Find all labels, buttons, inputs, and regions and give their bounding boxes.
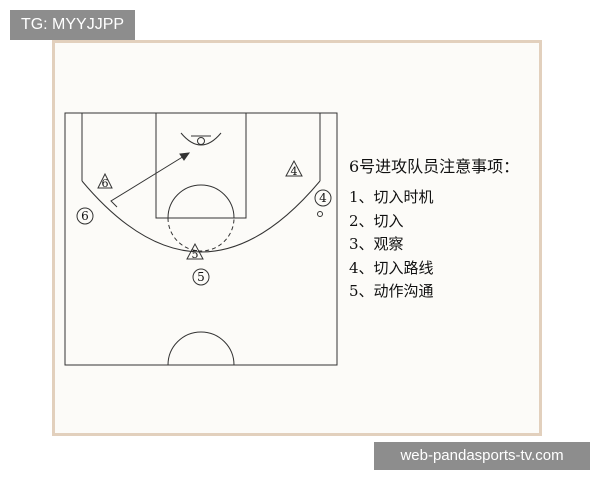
notes-title: 6号进攻队员注意事项： xyxy=(349,157,520,176)
player-5-offense xyxy=(192,268,210,286)
player-5-defender-label: 5 xyxy=(192,248,199,261)
note-item: 2、切入 xyxy=(349,211,404,230)
free-throw-lane xyxy=(155,112,247,219)
cut-path-arrow xyxy=(110,152,190,208)
court-boundary xyxy=(64,112,338,366)
note-item: 3、观察 xyxy=(349,235,404,253)
player-6-defender-label: 6 xyxy=(102,177,109,190)
notes-panel: 6号进攻队员注意事项： 1、切入时机 2、切入 3、观察 4、切入路线 5、动作… xyxy=(349,153,519,304)
hoop xyxy=(197,137,205,145)
ball xyxy=(317,211,323,217)
telegram-watermark: TG: MYYJJPP xyxy=(10,10,135,40)
free-throw-circle xyxy=(167,184,235,219)
player-4-offense-label: 4 xyxy=(319,191,327,205)
center-circle xyxy=(167,331,235,366)
player-4-offense xyxy=(314,189,332,207)
restricted-arc xyxy=(180,132,222,146)
player-6-offense-label: 6 xyxy=(81,209,89,223)
player-5-offense-label: 5 xyxy=(197,270,205,284)
player-4-defender-label: 4 xyxy=(291,165,298,178)
player-5-defender xyxy=(186,242,204,260)
player-6-offense xyxy=(76,207,94,225)
note-item: 5、动作沟通 xyxy=(349,282,434,300)
site-watermark: web-pandasports-tv.com xyxy=(374,442,590,470)
player-4-defender xyxy=(285,159,303,177)
three-point-arc xyxy=(81,180,321,253)
free-throw-circle-dashed xyxy=(167,217,235,252)
half-court-diagram: 6 4 5 6 4 5 xyxy=(64,112,338,366)
tactics-board: 6 4 5 6 4 5 6号进攻队员注意事项： 1、切入时机 2、切入 3、观察… xyxy=(52,40,542,436)
note-item: 4、切入路线 xyxy=(349,258,434,277)
player-6-defender xyxy=(97,172,113,189)
note-item: 1、切入时机 xyxy=(349,188,434,206)
